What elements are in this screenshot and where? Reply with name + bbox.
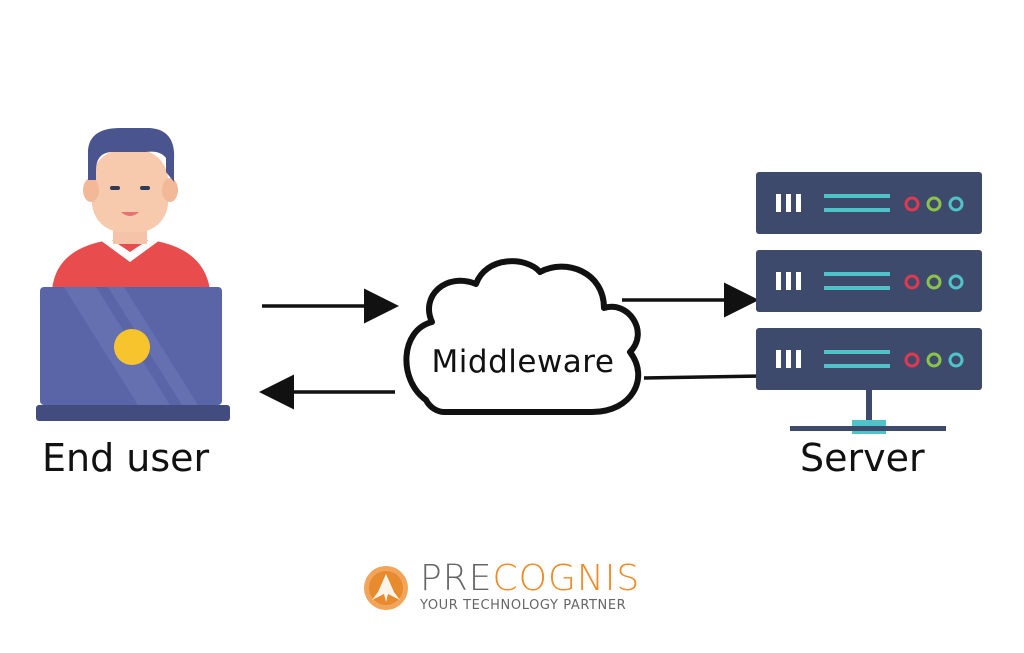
- server-vent: [776, 272, 781, 290]
- shirt-shape: [52, 240, 210, 290]
- server-unit-2: [756, 250, 982, 312]
- precognis-logo-icon: [364, 566, 408, 610]
- server-stand-pole: [866, 390, 872, 422]
- server-vent: [776, 350, 781, 368]
- server-line: [824, 364, 890, 368]
- hair-shape: [88, 128, 175, 182]
- right-eye-shape: [140, 186, 150, 190]
- server-label: Server: [800, 436, 925, 480]
- face-shape: [92, 150, 168, 232]
- status-light-cyan: [948, 196, 964, 212]
- brand-logo: PRECOGNIS YOUR TECHNOLOGY PARTNER: [420, 560, 640, 614]
- middleware-label: Middleware: [431, 344, 615, 380]
- status-light-red: [904, 274, 920, 290]
- laptop-shine-shape-2: [108, 287, 198, 405]
- laptop-logo-shape: [114, 329, 150, 365]
- server-unit-3: [756, 328, 982, 390]
- brand-name: PRECOGNIS: [420, 560, 640, 598]
- server-vent: [796, 272, 801, 290]
- status-light-cyan: [948, 274, 964, 290]
- brand-name-part2: COGNIS: [492, 558, 641, 599]
- server-vent: [796, 350, 801, 368]
- status-light-green: [926, 274, 942, 290]
- mouth-shape: [121, 212, 139, 216]
- server-vent: [776, 194, 781, 212]
- server-line: [824, 272, 890, 276]
- cloud-icon: [403, 258, 642, 415]
- server-line: [824, 286, 890, 290]
- server-vent: [786, 272, 791, 290]
- server-stand-base: [790, 426, 946, 431]
- server-line: [824, 194, 890, 198]
- brand-tagline: YOUR TECHNOLOGY PARTNER: [420, 598, 627, 613]
- end-user-icon: [36, 128, 230, 421]
- right-ear-shape: [162, 178, 178, 202]
- logo-mark-shape: [372, 574, 400, 602]
- left-ear-shape: [83, 178, 99, 202]
- status-light-cyan: [948, 352, 964, 368]
- brand-name-part1: PRE: [420, 558, 493, 599]
- status-light-green: [926, 196, 942, 212]
- status-light-red: [904, 196, 920, 212]
- server-line: [824, 208, 890, 212]
- server-vent: [796, 194, 801, 212]
- status-light-green: [926, 352, 942, 368]
- server-vent: [786, 194, 791, 212]
- line-server-to-middleware: [643, 374, 763, 380]
- left-eye-shape: [110, 186, 120, 190]
- server-unit-1: [756, 172, 982, 234]
- server-line: [824, 350, 890, 354]
- end-user-label: End user: [42, 436, 210, 480]
- server-icon: [756, 172, 982, 434]
- server-vent: [786, 350, 791, 368]
- status-light-red: [904, 352, 920, 368]
- laptop-base-shape: [36, 405, 230, 421]
